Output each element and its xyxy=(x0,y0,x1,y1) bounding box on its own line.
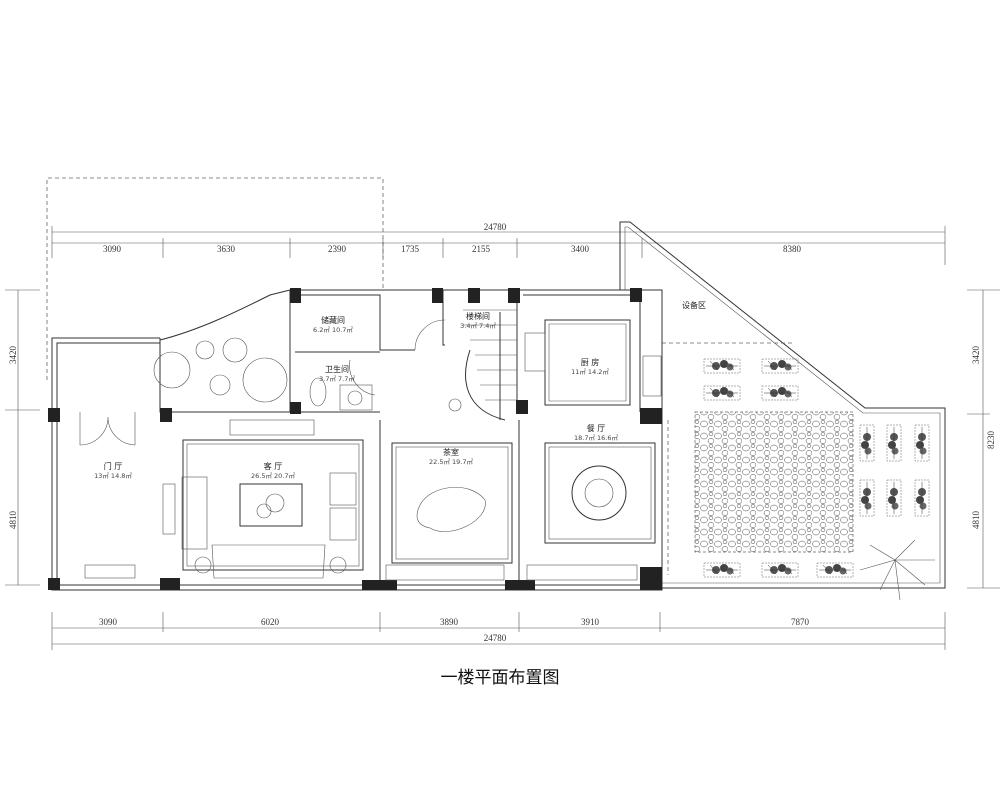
dim: 3420 xyxy=(971,346,981,365)
room-name-equipment: 设备区 xyxy=(682,300,706,310)
room-area-storage: 6.2㎡ 10.7㎡ xyxy=(313,325,353,334)
dim: 4810 xyxy=(8,511,18,530)
right-dimensions: 3420 4810 8230 xyxy=(967,289,1000,589)
building-walls xyxy=(48,288,663,591)
room-name-entry: 门 厅 xyxy=(104,461,123,471)
dim: 3090 xyxy=(99,617,118,627)
top-total-dim: 24780 xyxy=(484,222,507,232)
room-area-entry: 13㎡ 14.8㎡ xyxy=(94,471,132,480)
dim: 3890 xyxy=(440,617,459,627)
dim: 3630 xyxy=(217,244,236,254)
dim: 1735 xyxy=(401,244,420,254)
left-dimensions: 3420 4810 xyxy=(5,289,40,586)
room-area-kitchen: 11㎡ 14.2㎡ xyxy=(571,367,609,376)
room-name-kitchen: 厨 房 xyxy=(581,357,600,367)
room-name-living: 客 厅 xyxy=(264,461,283,471)
room-name-bath: 卫生间 xyxy=(325,364,349,374)
bottom-dimensions: 3090 6020 3890 3910 7870 24780 xyxy=(51,612,946,650)
room-name-tea: 茶室 xyxy=(443,447,459,457)
garden-landscape xyxy=(153,337,935,601)
room-name-storage: 储藏间 xyxy=(321,315,345,325)
dim: 7870 xyxy=(791,617,810,627)
dim: 6020 xyxy=(261,617,280,627)
dim: 4810 xyxy=(971,511,981,530)
furniture xyxy=(84,332,662,581)
room-name-dining: 餐 厅 xyxy=(587,424,606,433)
dim: 8380 xyxy=(783,244,802,254)
dim: 3090 xyxy=(103,244,122,254)
dim: 3400 xyxy=(571,244,590,254)
dim: 2390 xyxy=(328,244,347,254)
room-labels: 储藏间 6.2㎡ 10.7㎡ 楼梯间 3.4㎡ 7.4㎡ 卫生间 3.7㎡ 7.… xyxy=(94,300,706,480)
terrace-outline xyxy=(46,177,384,380)
top-dimensions: 24780 3090 3630 2390 1735 2155 3400 8380 xyxy=(51,222,946,265)
garden-boundary xyxy=(619,221,946,589)
bottom-total-dim: 24780 xyxy=(484,633,507,643)
room-area-living: 26.5㎡ 20.7㎡ xyxy=(251,471,296,480)
dim: 2155 xyxy=(472,244,491,254)
dim: 3420 xyxy=(8,346,18,365)
room-area-bath: 3.7㎡ 7.7㎡ xyxy=(319,374,355,383)
dim: 3910 xyxy=(581,617,600,627)
room-name-stair: 楼梯间 xyxy=(466,311,490,321)
plan-title: 一楼平面布置图 xyxy=(441,668,560,688)
dim: 8230 xyxy=(986,431,996,450)
room-area-tea: 22.5㎡ 19.7㎡ xyxy=(429,457,474,466)
room-area-stair: 3.4㎡ 7.4㎡ xyxy=(460,321,496,330)
room-area-dining: 18.7㎡ 16.6㎡ xyxy=(574,433,619,442)
